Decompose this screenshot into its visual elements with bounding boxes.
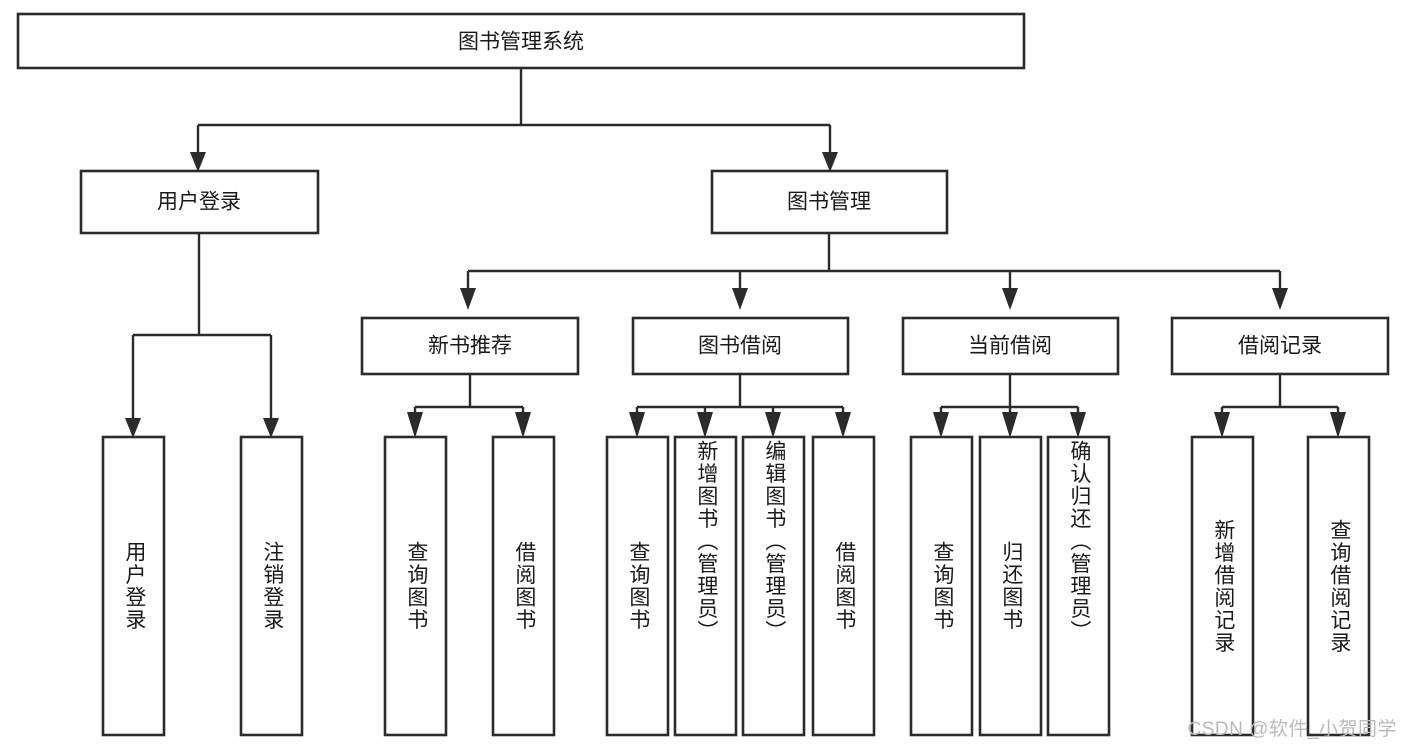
- leaf-box-query-book-1[interactable]: [383, 435, 448, 737]
- node-current-borrow[interactable]: 当前借阅: [901, 316, 1120, 376]
- node-book-manage-label: 图书管理: [787, 191, 871, 214]
- connector-bookmanage-to-level3: [460, 233, 1288, 310]
- node-borrow-record-label: 借阅记录: [1238, 335, 1322, 358]
- leaf-box-borrow-book-2[interactable]: [811, 435, 876, 737]
- node-borrow-record[interactable]: 借阅记录: [1170, 316, 1390, 376]
- leaf-box-query-book-3[interactable]: [909, 435, 974, 737]
- leaf-box-add-book[interactable]: [673, 435, 738, 737]
- leaf-box-query-record[interactable]: [1306, 435, 1371, 737]
- leaf-box-logout[interactable]: [239, 435, 304, 737]
- watermark: CSDN @软件_小贺同学: [1187, 719, 1397, 740]
- connector-bookborrow-to-leaves: [629, 374, 851, 438]
- connector-userlogin-to-leaves: [125, 233, 279, 438]
- node-book-manage[interactable]: 图书管理: [710, 169, 949, 235]
- node-user-login[interactable]: 用户登录: [79, 169, 320, 235]
- connector-borrowrecord-to-leaves: [1214, 374, 1346, 438]
- node-root-label: 图书管理系统: [458, 31, 584, 54]
- leaf-box-edit-book[interactable]: [741, 435, 806, 737]
- leaf-box-return-book[interactable]: [978, 435, 1043, 737]
- leaf-box-user-login[interactable]: [101, 435, 166, 737]
- connector-currentborrow-to-leaves: [933, 374, 1086, 438]
- leaf-box-query-book-2[interactable]: [605, 435, 670, 737]
- leaf-box-add-record[interactable]: [1190, 435, 1255, 737]
- node-book-borrow-label: 图书借阅: [698, 335, 782, 358]
- node-user-login-label: 用户登录: [157, 191, 241, 214]
- node-book-borrow[interactable]: 图书借阅: [631, 316, 850, 376]
- node-new-book-rec[interactable]: 新书推荐: [360, 316, 580, 376]
- node-current-borrow-label: 当前借阅: [968, 335, 1052, 358]
- node-root[interactable]: 图书管理系统: [16, 12, 1026, 70]
- leaf-box-confirm-return[interactable]: [1046, 435, 1111, 737]
- connector-root-to-level2: [190, 68, 838, 172]
- node-new-book-rec-label: 新书推荐: [428, 335, 512, 358]
- leaf-box-borrow-book-1[interactable]: [491, 435, 556, 737]
- connector-newbookrec-to-leaves: [407, 374, 531, 438]
